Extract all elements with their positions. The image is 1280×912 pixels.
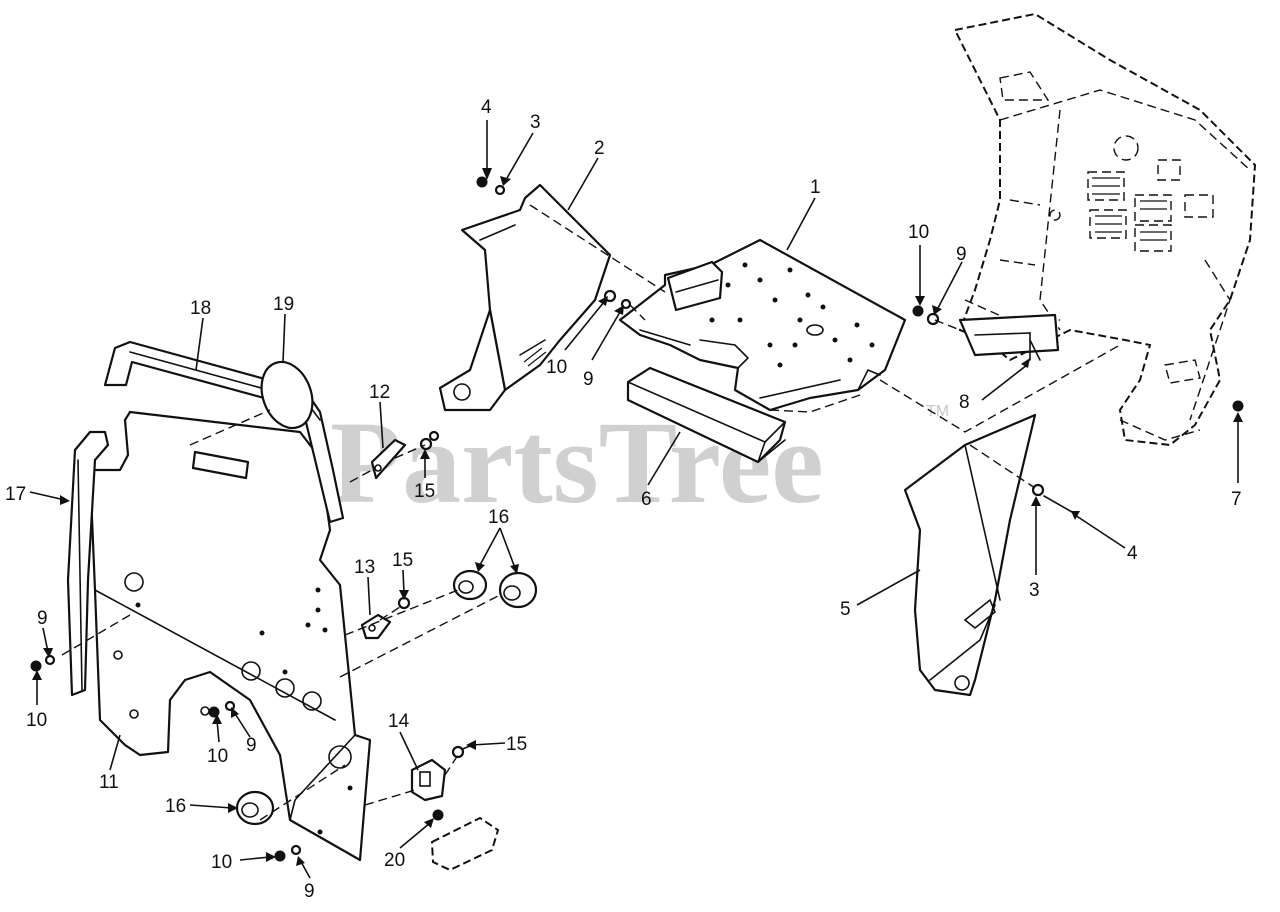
callout-9: 9: [956, 244, 967, 265]
callout-4: 4: [481, 97, 492, 118]
callout-14: 14: [388, 711, 410, 732]
callout-18: 18: [190, 298, 211, 319]
callout-16: 16: [488, 507, 509, 528]
assembly-lines: [61, 204, 1121, 821]
callout-5: 5: [840, 599, 851, 620]
callout-1: 1: [810, 177, 821, 198]
callout-4: 4: [1127, 543, 1138, 564]
callout-7: 7: [1231, 489, 1242, 510]
callout-3: 3: [530, 112, 541, 133]
callout-15: 15: [414, 481, 435, 502]
callout-3: 3: [1029, 580, 1040, 601]
hardware: [30, 176, 1244, 862]
part-11-front-panel: [88, 410, 372, 862]
callout-15: 15: [392, 550, 413, 571]
part-20-cushion: [430, 816, 500, 872]
callout-8: 8: [959, 392, 970, 413]
callout-6: 6: [641, 489, 652, 510]
part-8-bracket: [958, 313, 1060, 361]
leader-lines: [29, 120, 1243, 879]
part-17-trim-strip: [66, 430, 110, 697]
part-5-side-panel: [903, 413, 1037, 697]
callout-15: 15: [506, 734, 527, 755]
callout-20: 20: [384, 850, 405, 871]
callout-10: 10: [26, 710, 47, 731]
part-19-disc: [260, 360, 314, 430]
part-16-grommet-a: [452, 569, 488, 601]
watermark: PartsTree TM: [330, 397, 949, 528]
callout-12: 12: [369, 382, 390, 403]
part-12-bracket: [370, 438, 407, 480]
watermark-trademark: TM: [926, 403, 949, 420]
part-13-bracket: [360, 613, 392, 640]
callout-10: 10: [546, 357, 567, 378]
callout-19: 19: [273, 294, 294, 315]
callout-10: 10: [207, 746, 228, 767]
callout-labels: 4 3 2 1 10 9 10 9 8 7 6 4 3 5 18 19 12 1…: [5, 97, 1242, 902]
callout-9: 9: [304, 881, 315, 902]
part-2-side-panel: [438, 183, 612, 412]
callout-11: 11: [99, 772, 119, 793]
callout-2: 2: [594, 138, 605, 159]
callout-16: 16: [165, 796, 186, 817]
callout-9: 9: [246, 735, 257, 756]
callout-10: 10: [211, 852, 232, 873]
callout-9: 9: [37, 608, 48, 629]
callout-13: 13: [354, 557, 375, 578]
part-16-grommet-b: [498, 571, 538, 609]
callout-9: 9: [583, 369, 594, 390]
part-1-mounting-plate: [618, 238, 907, 413]
callout-10: 10: [908, 222, 929, 243]
part-14-bracket: [410, 758, 447, 802]
callout-17: 17: [5, 484, 26, 505]
part-16-grommet-c: [235, 790, 275, 826]
part-6-foam-block: [626, 366, 787, 464]
dashed-console-housing: [953, 12, 1257, 447]
